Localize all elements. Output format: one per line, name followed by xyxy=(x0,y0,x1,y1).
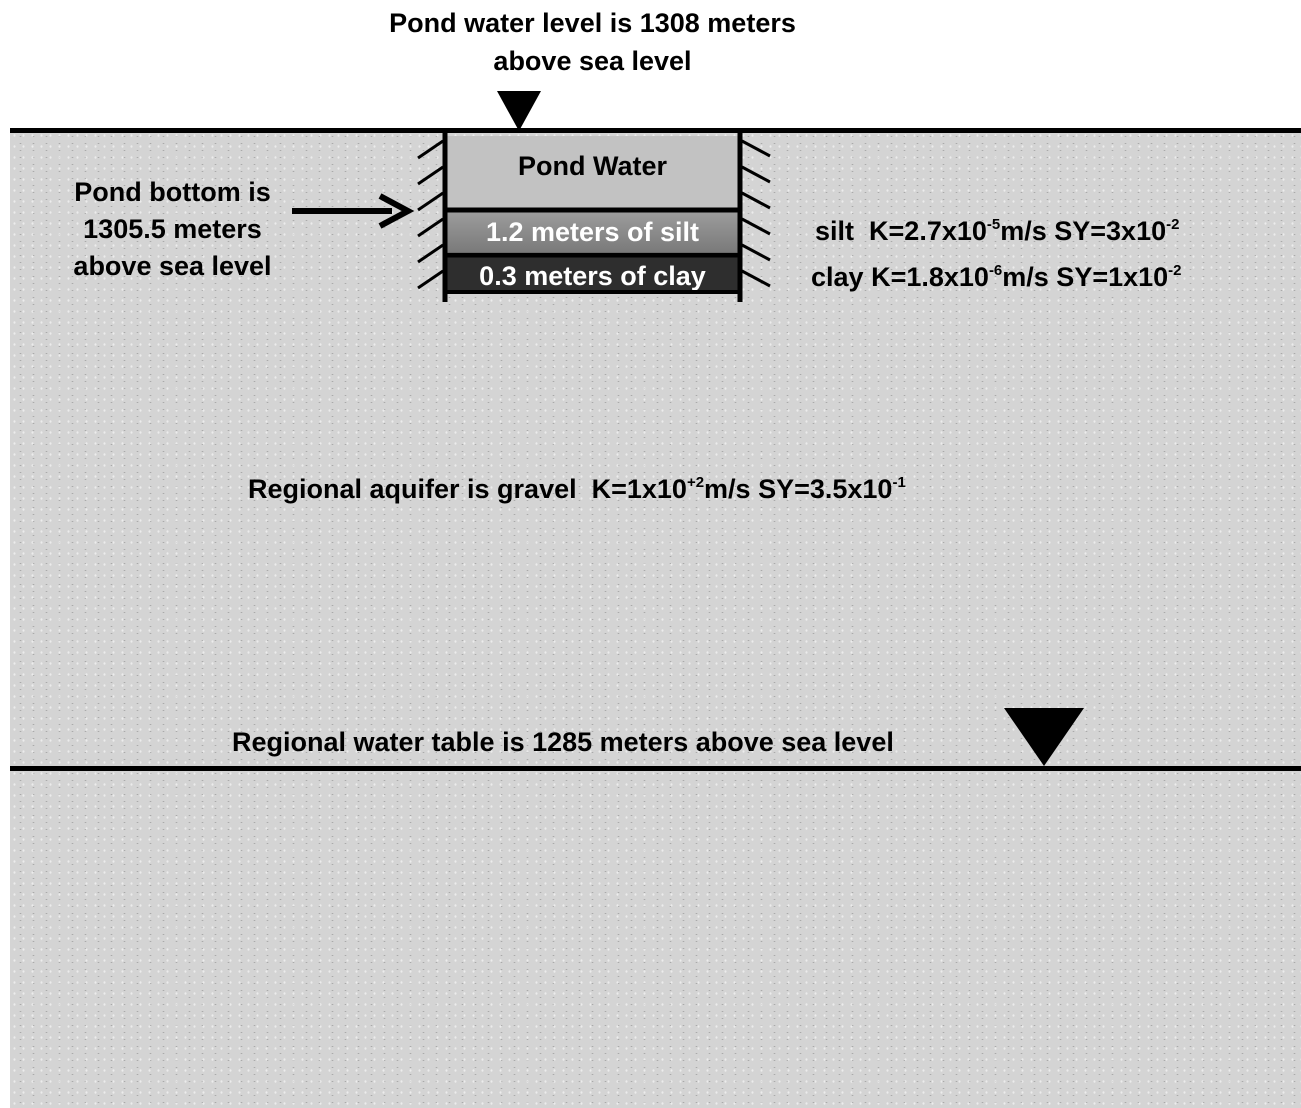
right-wall-hatching xyxy=(741,139,771,288)
water-table-line xyxy=(10,766,1301,771)
pond-water-level-marker xyxy=(497,91,541,131)
pond-bottom-arrow-head xyxy=(378,193,415,229)
left-wall-hatching xyxy=(417,139,444,290)
pond-water-level-label: Pond water level is 1308 meters above se… xyxy=(389,8,796,76)
water-table-marker xyxy=(1004,708,1084,766)
regional-aquifer-label: Regional aquifer is gravel K=1x10+2m/s S… xyxy=(248,474,906,504)
silt-layer: 1.2 meters of silt xyxy=(447,212,738,252)
regional-water-table-label: Regional water table is 1285 meters abov… xyxy=(232,727,894,757)
ground-surface-line xyxy=(10,128,1301,133)
pond-water: Pond Water xyxy=(447,136,738,208)
silt-properties: silt K=2.7x10-5m/s SY=3x10-2 xyxy=(815,216,1180,246)
clay-layer: 0.3 meters of clay xyxy=(447,257,738,294)
clay-properties: clay K=1.8x10-6m/s SY=1x10-2 xyxy=(811,262,1182,292)
pond-bottom-label: Pond bottom is 1305.5 meters above sea l… xyxy=(73,177,272,281)
